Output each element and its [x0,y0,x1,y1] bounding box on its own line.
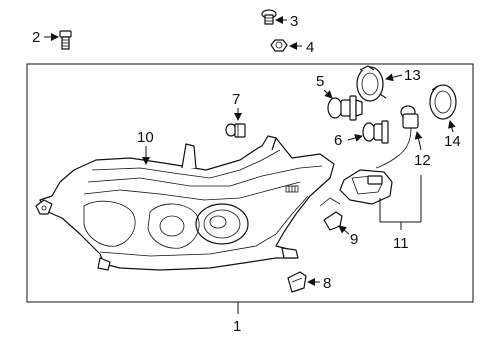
callout-13[interactable]: 13 [385,67,421,84]
callout-8-label: 8 [323,275,331,292]
callout-6-label: 6 [334,132,342,149]
igniter-part[interactable] [375,105,419,169]
callout-2[interactable]: 2 [32,29,59,46]
headlamp-bulb-part[interactable] [327,95,363,121]
callout-11-label: 11 [393,235,409,252]
callout-7-label: 7 [232,91,240,108]
callout-12[interactable]: 12 [414,131,431,222]
clip-part[interactable] [319,197,343,231]
callout-12-label: 12 [414,152,431,169]
bolt-part[interactable] [59,30,72,50]
callout-4[interactable]: 4 [289,39,314,56]
socket-plug-part[interactable] [287,271,307,293]
callout-3[interactable]: 3 [275,13,298,30]
callout-6[interactable]: 6 [334,132,363,149]
callout-14[interactable]: 14 [444,120,461,150]
callout-14-label: 14 [444,133,461,150]
fog-bulb-part[interactable] [362,120,389,144]
callout-5-label: 5 [316,73,324,90]
callout-4-label: 4 [306,39,314,56]
callout-11[interactable]: 11 [379,198,421,252]
callout-1[interactable]: 1 [233,302,241,335]
side-marker-bulb-part[interactable] [225,123,246,138]
headlamp-housing[interactable] [35,135,335,271]
assembly-frame [26,63,474,303]
callout-10-label: 10 [137,129,154,146]
callout-8[interactable]: 8 [307,275,331,292]
nut-part[interactable] [270,39,288,52]
callout-3-label: 3 [290,13,298,30]
callout-10[interactable]: 10 [137,129,154,165]
callout-5[interactable]: 5 [316,73,333,99]
ballast-part[interactable] [339,169,393,205]
screw-part[interactable] [261,9,277,25]
callout-9[interactable]: 9 [338,225,358,248]
callout-7[interactable]: 7 [232,91,242,121]
bulb-socket-part[interactable] [356,65,387,102]
callout-13-label: 13 [404,67,421,84]
callout-2-label: 2 [32,29,40,46]
dust-cap-part[interactable] [429,84,457,120]
callout-1-label: 1 [233,318,241,335]
callout-9-label: 9 [350,231,358,248]
